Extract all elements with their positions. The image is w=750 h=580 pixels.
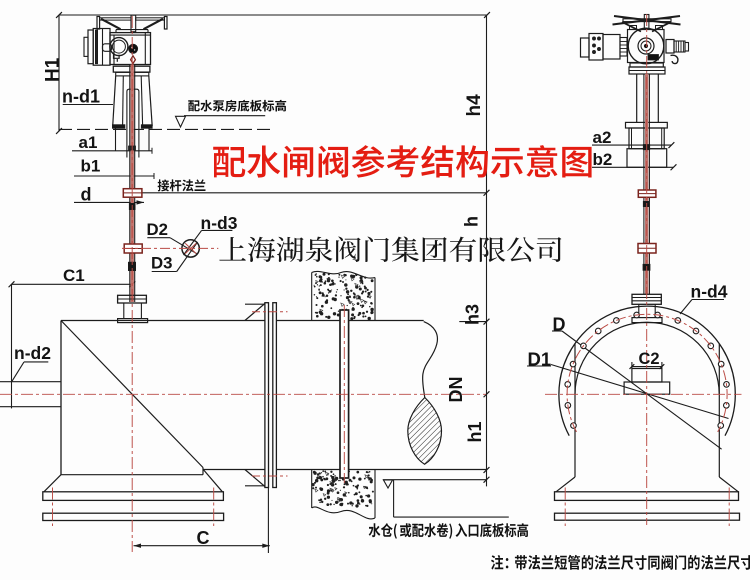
svg-text:D: D <box>553 315 566 335</box>
svg-text:C1: C1 <box>63 266 85 285</box>
svg-text:D1: D1 <box>528 349 552 370</box>
svg-text:DN: DN <box>446 377 466 403</box>
svg-text:h: h <box>462 216 482 227</box>
svg-text:h1: h1 <box>465 421 485 442</box>
svg-text:a2: a2 <box>593 128 612 147</box>
svg-text:h3: h3 <box>463 304 483 325</box>
svg-text:b2: b2 <box>593 150 613 169</box>
svg-text:b1: b1 <box>81 157 101 176</box>
svg-text:d: d <box>81 185 92 205</box>
svg-text:H1: H1 <box>43 57 64 82</box>
svg-text:h4: h4 <box>464 94 485 117</box>
svg-text:D2: D2 <box>147 220 168 239</box>
svg-text:n-d4: n-d4 <box>691 282 728 302</box>
svg-text:n-d3: n-d3 <box>201 213 238 233</box>
svg-text:n-d2: n-d2 <box>14 343 51 363</box>
svg-text:D3: D3 <box>151 253 172 272</box>
svg-text:C2: C2 <box>639 350 660 368</box>
svg-text:C: C <box>197 528 210 548</box>
svg-text:n-d1: n-d1 <box>62 87 100 107</box>
svg-text:a1: a1 <box>79 133 98 152</box>
